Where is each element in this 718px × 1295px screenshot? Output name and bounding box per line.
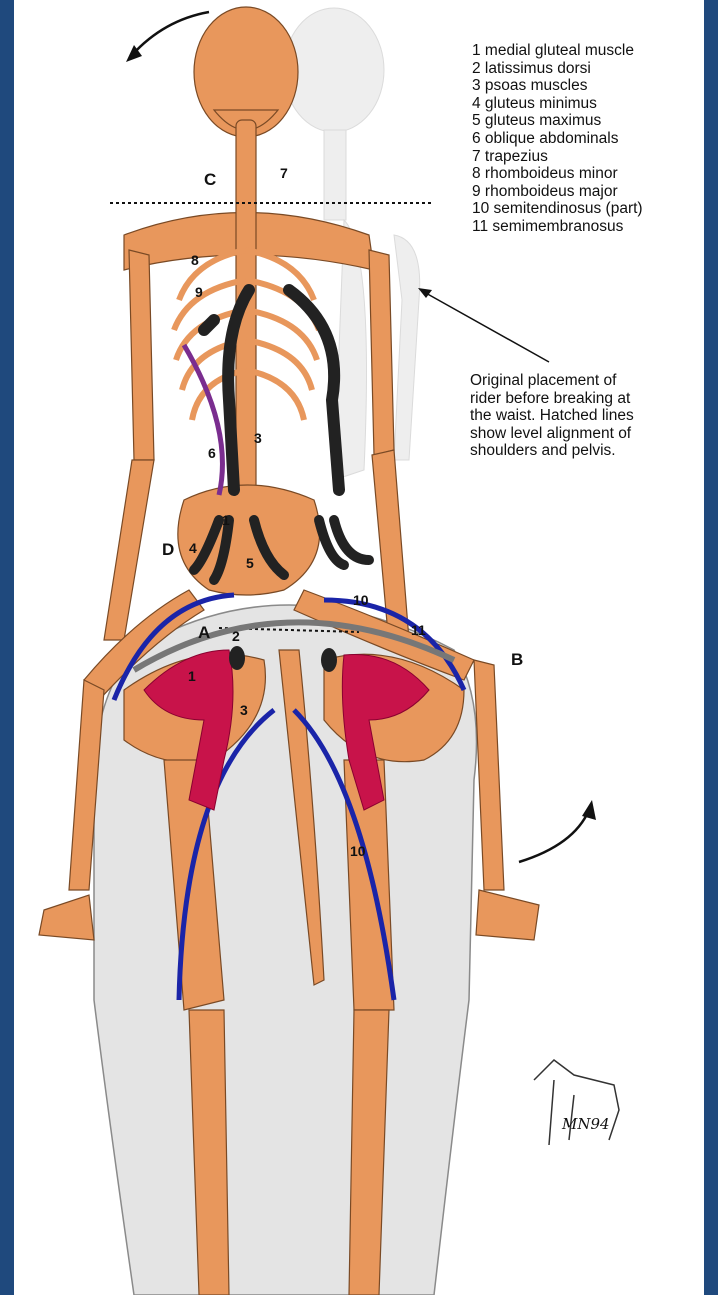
legend-item: 6 oblique abdominals	[472, 130, 643, 148]
legend-item: 2 latissimus dorsi	[472, 60, 643, 78]
rider-pelvis	[178, 485, 320, 595]
right-forearm	[372, 450, 409, 645]
number-8: 8	[191, 252, 199, 268]
legend-item: 8 rhomboideus minor	[472, 165, 643, 183]
legend-item: 10 semitendinosus (part)	[472, 200, 643, 218]
pointer-arrow-head	[418, 288, 432, 298]
placement-note: Original placement of rider before break…	[470, 372, 702, 460]
number-3: 3	[254, 430, 262, 446]
legend-item: 3 psoas muscles	[472, 77, 643, 95]
pointer-arrow-icon	[424, 292, 549, 362]
number-11: 11	[411, 622, 426, 638]
rotation-arrow-bottom-icon	[519, 810, 589, 862]
right-lower-leg	[474, 660, 504, 890]
signature-initials: MN94	[562, 1115, 610, 1133]
diagram-frame: 1 medial gluteal muscle 2 latissimus dor…	[14, 0, 704, 1295]
left-forearm	[104, 460, 154, 640]
left-humerus	[129, 250, 154, 460]
right-foot	[476, 890, 539, 940]
label-c: C	[204, 170, 216, 190]
number-10: 10	[353, 592, 369, 608]
left-foot	[39, 895, 94, 940]
number-5: 5	[246, 555, 254, 571]
legend-item: 7 trapezius	[472, 148, 643, 166]
legend-item: 5 gluteus maximus	[472, 112, 643, 130]
label-a: A	[198, 623, 210, 643]
number-2: 2	[232, 628, 240, 644]
number-10-horse: 10	[350, 843, 366, 859]
number-4: 4	[189, 540, 197, 556]
number-6: 6	[208, 445, 216, 461]
label-d: D	[162, 540, 174, 560]
right-humerus	[369, 250, 394, 455]
legend-item: 9 rhomboideus major	[472, 183, 643, 201]
number-1: 1	[222, 512, 230, 528]
number-7: 7	[280, 165, 288, 181]
legend-item: 4 gluteus minimus	[472, 95, 643, 113]
legend-item: 11 semimembranosus	[472, 218, 643, 236]
number-1-horse: 1	[188, 668, 196, 684]
number-3-horse: 3	[240, 702, 248, 718]
number-9: 9	[195, 284, 203, 300]
legend-item: 1 medial gluteal muscle	[472, 42, 643, 60]
legend-list: 1 medial gluteal muscle 2 latissimus dor…	[472, 42, 643, 236]
label-b: B	[511, 650, 523, 670]
